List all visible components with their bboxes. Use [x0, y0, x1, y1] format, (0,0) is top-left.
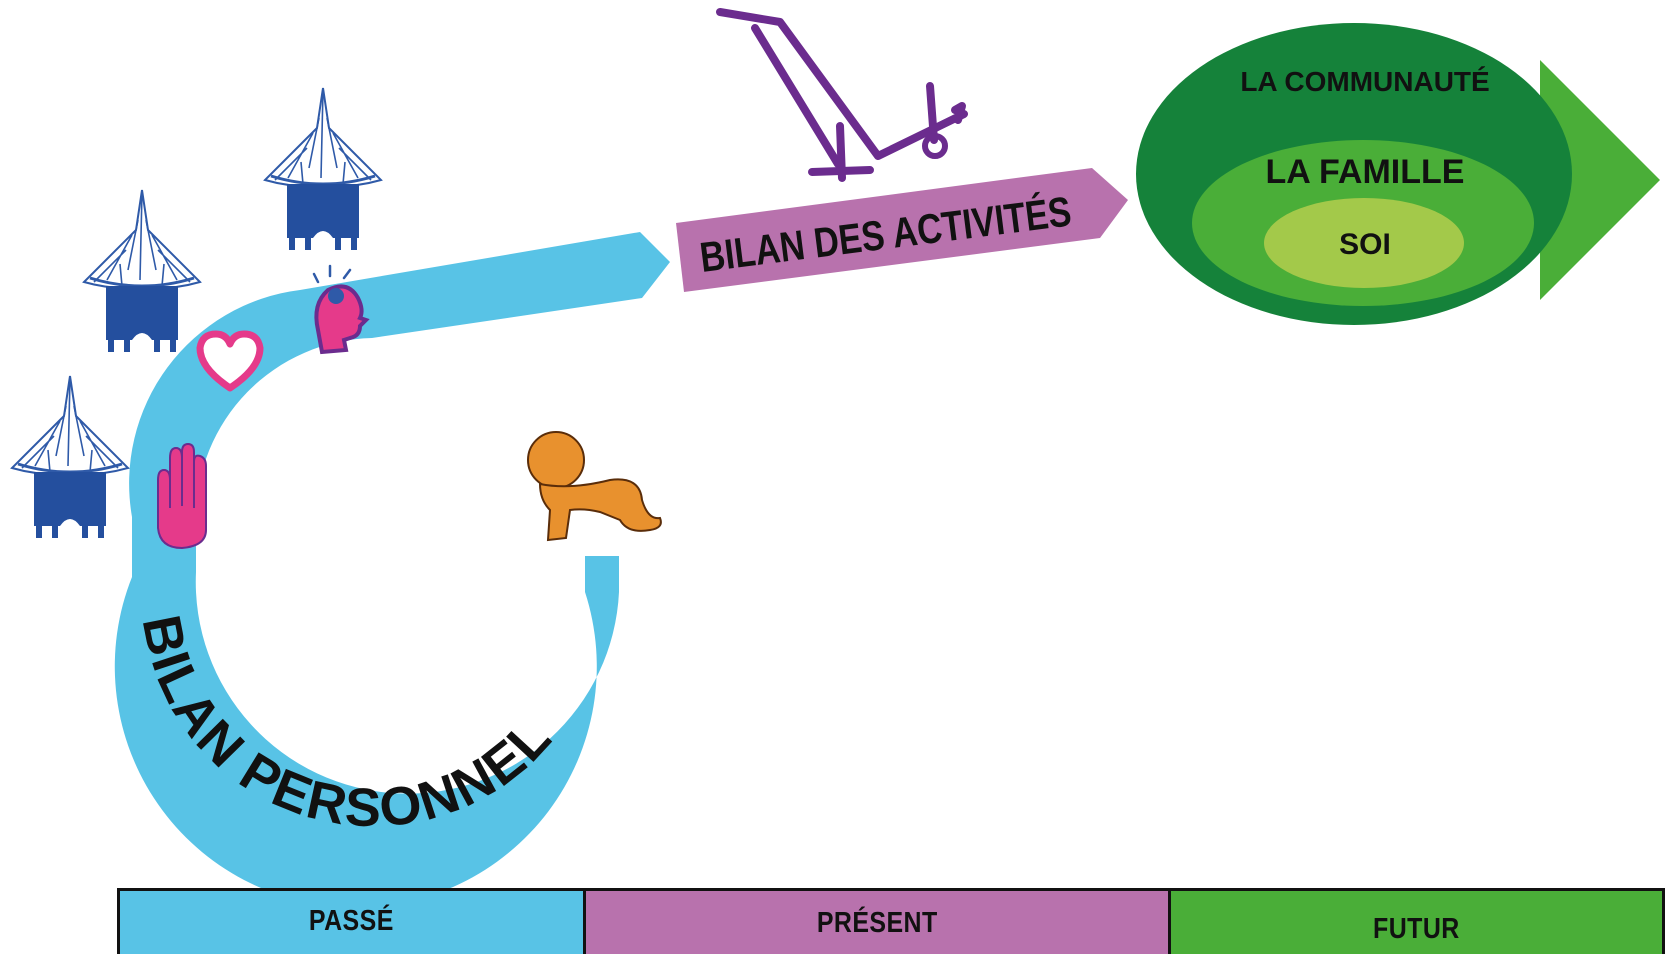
- hut-icon: [82, 188, 202, 354]
- timeline-present-label: PRÉSENT: [816, 907, 938, 939]
- head-icon: [312, 264, 370, 355]
- timeline-past: PASSÉ: [120, 891, 586, 954]
- heart-icon: [196, 330, 264, 392]
- bilan-personnel-path: [114, 232, 671, 908]
- timeline-present: PRÉSENT: [586, 891, 1171, 954]
- timeline-future: FUTUR: [1171, 891, 1662, 954]
- baby-icon: [527, 431, 662, 542]
- bilan-activites-arrow: [676, 168, 1128, 292]
- plough-icon: [716, 8, 968, 182]
- community-label: LA COMMUNAUTÉ: [1240, 66, 1489, 97]
- self-label: SOI: [1339, 228, 1391, 261]
- timeline-bar: PASSÉ PRÉSENT FUTUR: [117, 888, 1665, 954]
- hut-icon: [263, 86, 383, 252]
- family-label: LA FAMILLE: [1266, 153, 1465, 191]
- hut-icon: [10, 374, 130, 540]
- timeline-future-label: FUTUR: [1373, 913, 1460, 945]
- self-ellipse: [1264, 198, 1464, 288]
- timeline-past-label: PASSÉ: [309, 905, 394, 937]
- hand-icon: [157, 442, 207, 550]
